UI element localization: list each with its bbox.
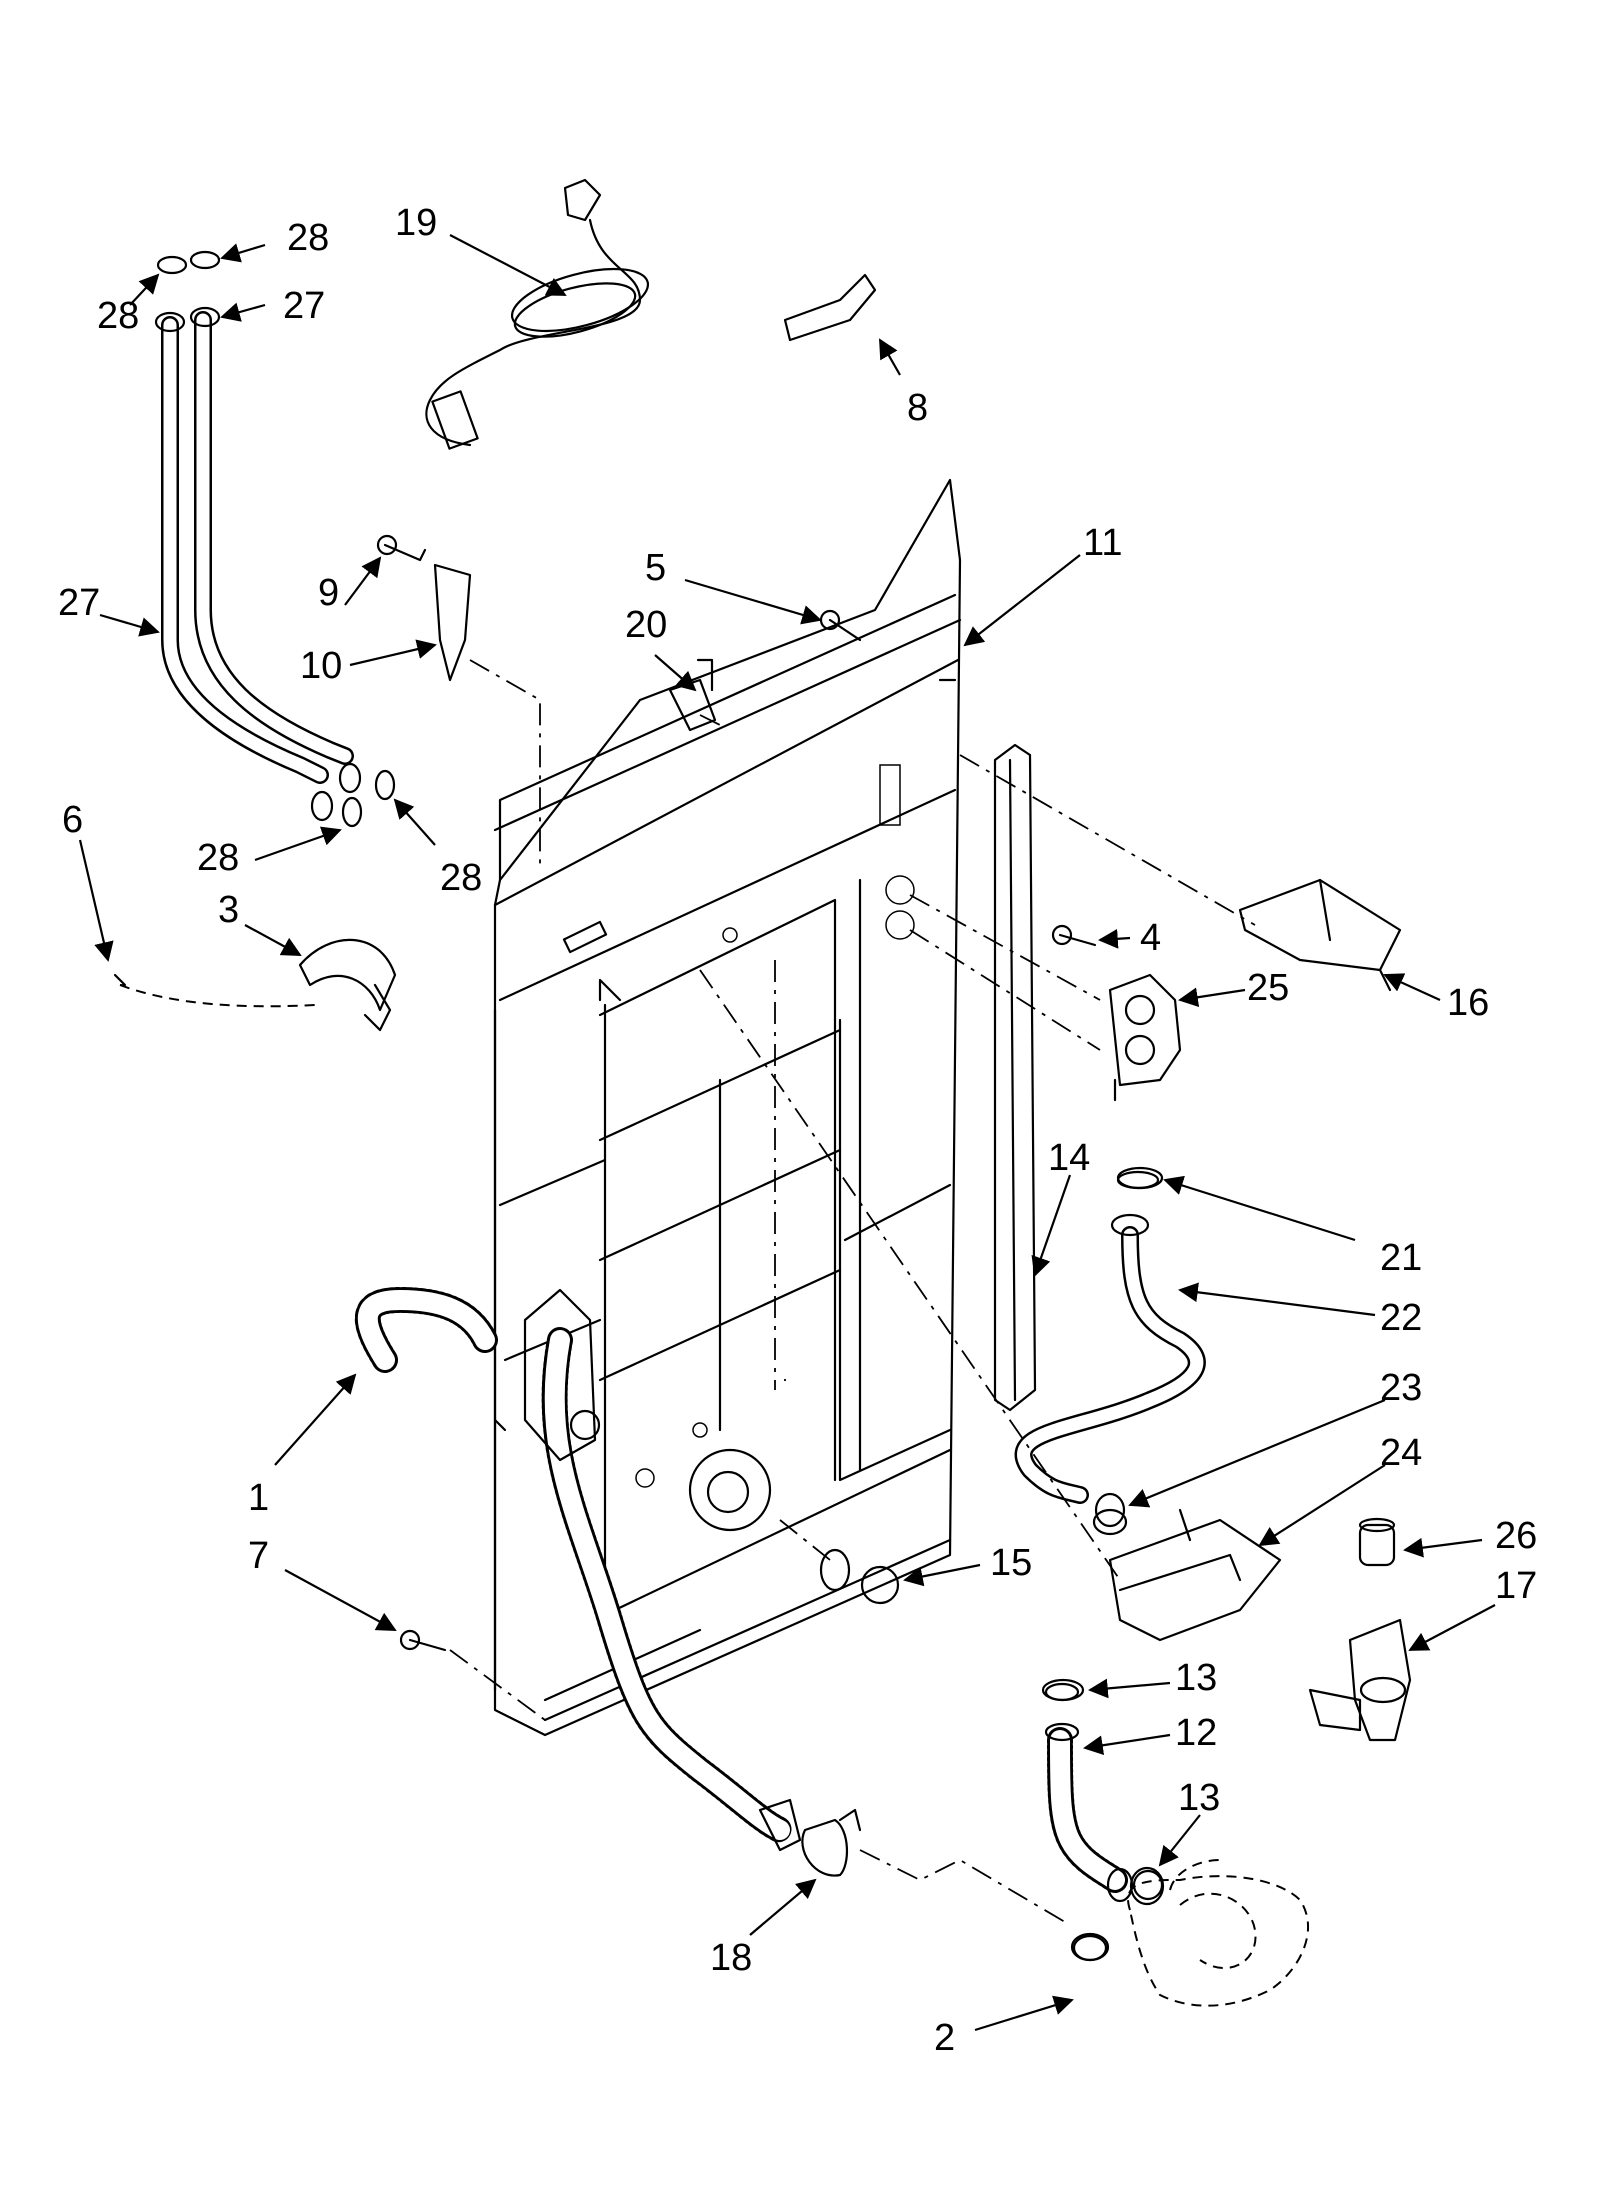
washers-part bbox=[156, 250, 396, 828]
callout-label: 13 bbox=[1178, 1777, 1220, 1819]
callout-label: 2 bbox=[934, 2017, 955, 2059]
callout-label: 27 bbox=[283, 285, 325, 327]
callout-label: 17 bbox=[1495, 1565, 1537, 1607]
callout-28b: 28 bbox=[97, 273, 160, 337]
callout-label: 7 bbox=[248, 1535, 269, 1577]
callout-25: 25 bbox=[1178, 967, 1289, 1009]
callout-8: 8 bbox=[879, 338, 928, 429]
callout-13b: 13 bbox=[1158, 1777, 1220, 1867]
callout-label: 11 bbox=[1083, 522, 1122, 564]
screw-part-9 bbox=[376, 534, 427, 562]
callout-2: 2 bbox=[934, 1995, 1074, 2059]
callout-24: 24 bbox=[1258, 1432, 1422, 1547]
callout-28d: 28 bbox=[393, 798, 482, 899]
power-cord-part bbox=[425, 178, 650, 450]
callout-label: 26 bbox=[1495, 1515, 1537, 1557]
callout-label: 9 bbox=[318, 572, 339, 614]
assembly-lines bbox=[120, 659, 1256, 1926]
callout-label: 28 bbox=[440, 857, 482, 899]
callout-label: 8 bbox=[907, 387, 928, 429]
callout-7: 7 bbox=[248, 1535, 397, 1631]
callout-4: 4 bbox=[1098, 917, 1161, 959]
pump-motor-part bbox=[1308, 1618, 1412, 1742]
callout-label: 24 bbox=[1380, 1432, 1422, 1474]
water-valve-part bbox=[1108, 973, 1182, 1102]
callout-27a: 27 bbox=[220, 285, 325, 327]
screw-part-7 bbox=[399, 1629, 447, 1652]
callout-label: 25 bbox=[1247, 967, 1289, 1009]
bracket-part bbox=[1108, 1508, 1282, 1642]
callout-19: 19 bbox=[395, 202, 567, 296]
callout-label: 22 bbox=[1380, 1297, 1422, 1339]
side-strip-part bbox=[993, 743, 1037, 1412]
fill-hoses-part bbox=[154, 306, 362, 822]
callout-label: 14 bbox=[1048, 1137, 1090, 1179]
callout-label: 15 bbox=[990, 1542, 1032, 1584]
callout-14: 14 bbox=[1031, 1137, 1090, 1277]
callout-label: 20 bbox=[625, 604, 667, 646]
plug-part-15 bbox=[819, 1548, 900, 1605]
callout-28c: 28 bbox=[197, 826, 342, 879]
callout-21: 21 bbox=[1163, 1175, 1422, 1279]
callout-label: 23 bbox=[1380, 1367, 1422, 1409]
callout-label: 5 bbox=[645, 547, 666, 589]
callout-label: 28 bbox=[287, 217, 329, 259]
screw-part-5 bbox=[819, 609, 862, 642]
rings-part bbox=[1041, 1166, 1165, 1962]
callout-22: 22 bbox=[1178, 1282, 1422, 1339]
callout-label: 3 bbox=[218, 889, 239, 931]
callout-label: 16 bbox=[1447, 982, 1489, 1024]
callout-label: 28 bbox=[97, 295, 139, 337]
callout-1: 1 bbox=[248, 1373, 357, 1519]
screw-part-4 bbox=[1051, 924, 1097, 947]
callout-18: 18 bbox=[710, 1878, 817, 1979]
callout-label: 1 bbox=[248, 1477, 269, 1519]
callout-16: 16 bbox=[1383, 973, 1489, 1024]
callout-label: 10 bbox=[300, 645, 342, 687]
callout-label: 6 bbox=[62, 799, 83, 841]
callout-12: 12 bbox=[1083, 1712, 1217, 1756]
drain-hose-part bbox=[354, 1287, 802, 1852]
callout-15: 15 bbox=[903, 1542, 1032, 1587]
callout-20: 20 bbox=[625, 604, 697, 692]
callout-11: 11 bbox=[963, 522, 1122, 647]
tie-strap-part-6 bbox=[113, 973, 316, 1008]
callout-28a: 28 bbox=[220, 217, 329, 263]
callout-label: 4 bbox=[1140, 917, 1161, 959]
callout-13a: 13 bbox=[1088, 1657, 1217, 1699]
strap-part-10 bbox=[433, 563, 472, 682]
callout-label: 21 bbox=[1380, 1237, 1422, 1279]
callout-label: 18 bbox=[710, 1937, 752, 1979]
callout-6: 6 bbox=[62, 799, 114, 962]
cover-part-3 bbox=[298, 938, 397, 1032]
clip-part-8 bbox=[783, 273, 877, 342]
capacitor-part bbox=[1358, 1517, 1396, 1567]
callout-label: 27 bbox=[58, 582, 100, 624]
callout-5: 5 bbox=[645, 547, 822, 625]
inlet-hose-part bbox=[1014, 1170, 1206, 1536]
callout-label: 28 bbox=[197, 837, 239, 879]
callout-3: 3 bbox=[218, 889, 302, 956]
callout-17: 17 bbox=[1408, 1565, 1537, 1651]
callout-label: 13 bbox=[1175, 1657, 1217, 1699]
callout-label: 19 bbox=[395, 202, 437, 244]
hose-clamp-part bbox=[801, 1808, 862, 1877]
rear-panel-part bbox=[493, 478, 962, 1737]
callout-10: 10 bbox=[300, 639, 437, 687]
callout-label: 12 bbox=[1175, 1712, 1217, 1754]
callout-26: 26 bbox=[1403, 1515, 1537, 1558]
callout-23: 23 bbox=[1128, 1367, 1422, 1508]
callout-27b: 27 bbox=[58, 582, 160, 637]
callout-9: 9 bbox=[318, 556, 382, 614]
